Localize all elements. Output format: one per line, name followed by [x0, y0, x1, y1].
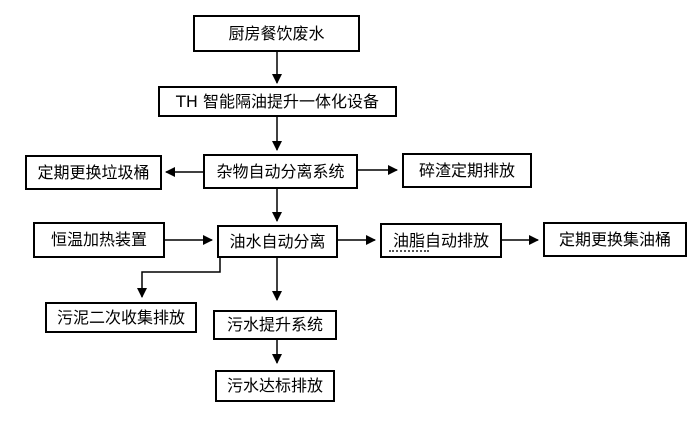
node-constant-temp-heating: 恒温加热装置 — [33, 222, 165, 258]
node-oil-water-separation: 油水自动分离 — [217, 225, 338, 258]
spellcheck-dots — [389, 250, 429, 252]
node-grease-auto-discharge-label: 油脂自动排放 — [392, 230, 489, 250]
node-residue-periodic-discharge: 碎渣定期排放 — [402, 153, 532, 188]
node-debris-separation-system: 杂物自动分离系统 — [203, 154, 358, 189]
node-oil-barrel-replacement: 定期更换集油桶 — [543, 222, 687, 257]
arrow-oilwater-to-sludge — [137, 257, 221, 298]
node-th-integrated-device: TH 智能隔油提升一体化设备 — [158, 86, 397, 117]
node-kitchen-wastewater: 厨房餐饮废水 — [193, 15, 360, 52]
node-sewage-lifting-system: 污水提升系统 — [213, 310, 337, 340]
node-trash-can-replacement: 定期更换垃圾桶 — [25, 155, 162, 190]
node-grease-auto-discharge: 油脂自动排放 — [380, 223, 502, 258]
node-sludge-secondary-collection: 污泥二次收集排放 — [45, 302, 197, 333]
node-sewage-standard-discharge: 污水达标排放 — [215, 370, 335, 402]
